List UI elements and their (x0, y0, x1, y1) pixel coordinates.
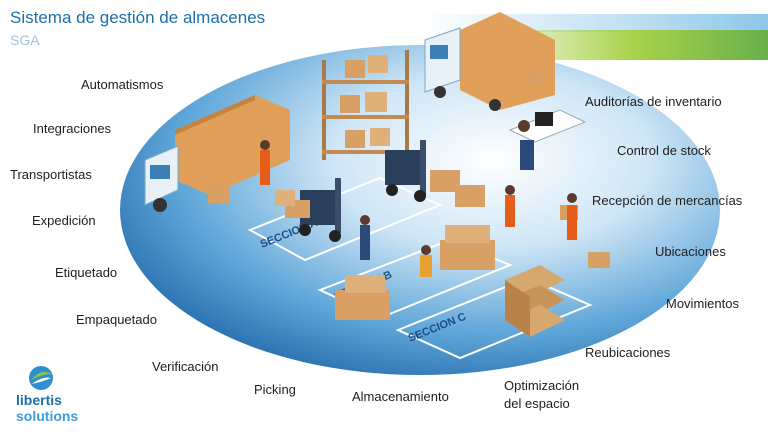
page-title: Sistema de gestión de almacenes (10, 8, 266, 27)
pallets-icon (505, 265, 565, 337)
label-integraciones: Integraciones (33, 121, 112, 136)
logo-text-libertis: libertis (16, 392, 62, 408)
page-subtitle: SGA (10, 32, 40, 48)
label-reubicaciones: Reubicaciones (585, 345, 671, 360)
label-etiquetado: Etiquetado (55, 265, 118, 280)
label-automatismos: Automatismos (81, 77, 164, 92)
label-expedicion: Expedición (32, 213, 96, 228)
forklift-2-icon (385, 140, 460, 202)
label-optimizacion-line2: del espacio (504, 396, 570, 411)
label-verificacion: Verificación (152, 359, 219, 374)
label-empaquetado: Empaquetado (76, 312, 157, 327)
label-optimizacion-line1: Optimización (504, 378, 580, 393)
audit-desk-icon (508, 109, 587, 170)
box-stacks-icon (208, 185, 610, 320)
shelf-icon (322, 50, 409, 160)
label-control-stock: Control de stock (617, 143, 711, 158)
libertis-logo-icon (29, 366, 53, 390)
label-auditorias: Auditorías de inventario (585, 94, 722, 109)
truck-right-icon (424, 12, 555, 111)
label-transportistas: Transportistas (10, 167, 92, 182)
logo-text-solutions: solutions (16, 408, 79, 424)
label-movimientos: Movimientos (666, 296, 739, 311)
label-almacenamiento: Almacenamiento (352, 389, 449, 404)
label-ubicaciones: Ubicaciones (655, 244, 726, 259)
label-picking: Picking (254, 382, 296, 397)
workers-icon (260, 140, 577, 277)
label-recepcion: Recepción de mercancías (592, 193, 743, 208)
